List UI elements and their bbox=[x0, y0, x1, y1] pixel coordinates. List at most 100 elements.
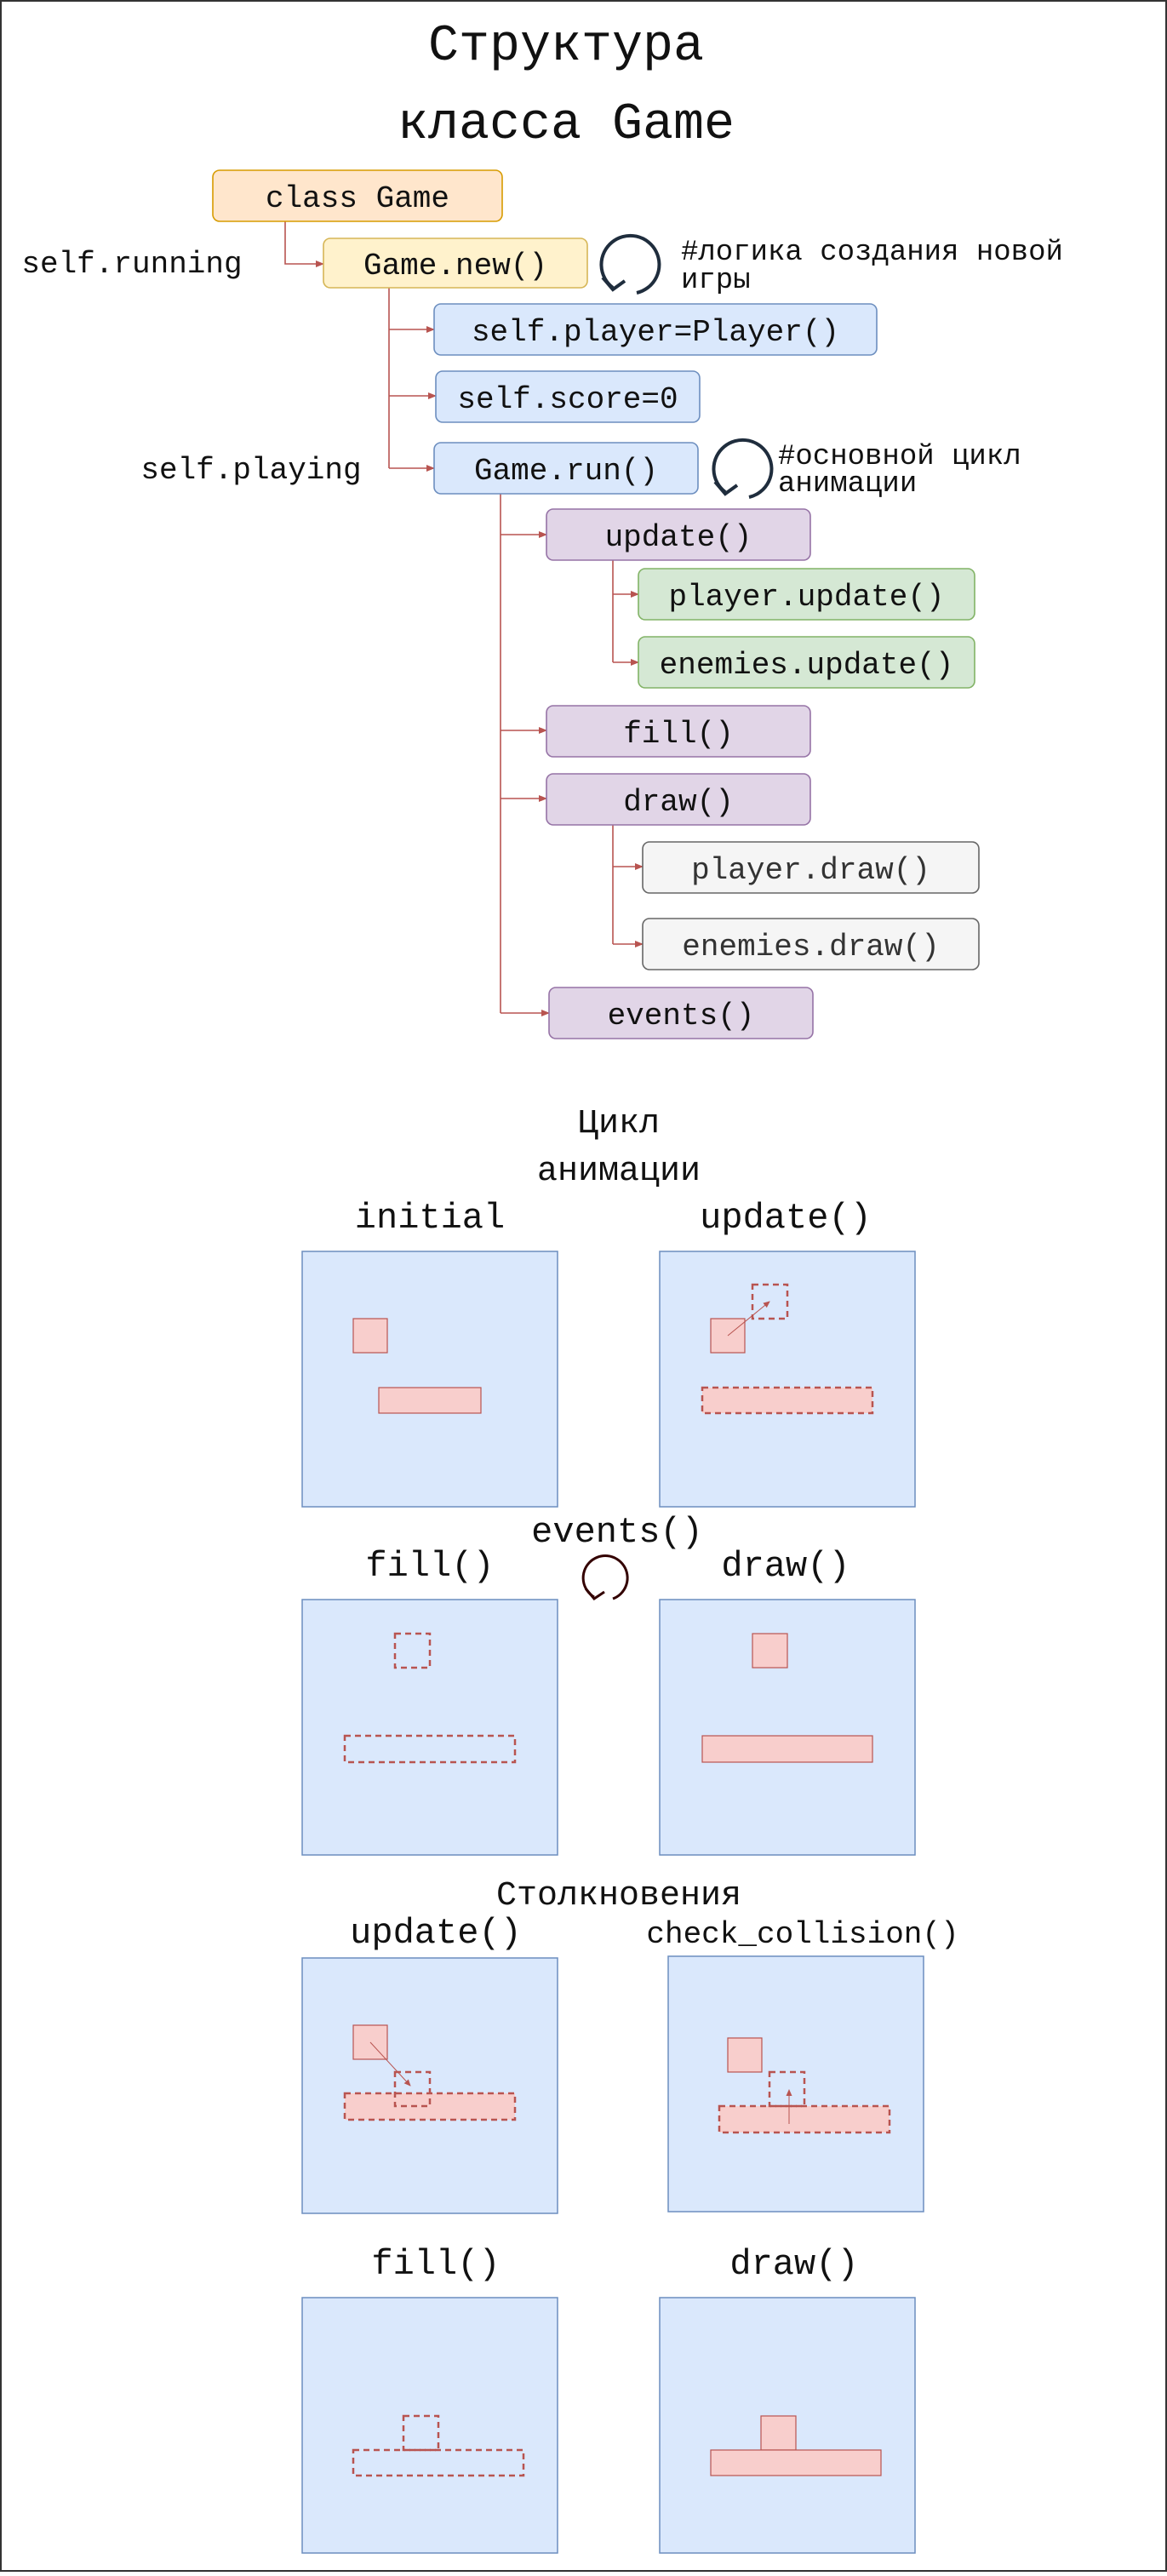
loop-icon-new-head bbox=[601, 276, 626, 292]
move-arrow bbox=[727, 1301, 770, 1337]
node-box bbox=[548, 987, 814, 1039]
loop-icon-events-head bbox=[584, 1588, 605, 1600]
node-self-score: self.score=0 bbox=[435, 370, 701, 423]
node-box bbox=[433, 442, 699, 495]
panel-background bbox=[301, 1957, 558, 2214]
node-box bbox=[638, 568, 975, 621]
node-fill: fill() bbox=[546, 705, 811, 758]
anim-panel-label-initial: initial bbox=[355, 1198, 505, 1239]
side-label-running: self.running bbox=[21, 247, 242, 282]
node-label: player.update() bbox=[668, 580, 944, 615]
loop-icon-events-arc bbox=[581, 1554, 629, 1600]
node-box bbox=[323, 238, 588, 289]
node-class-game: class Game bbox=[212, 169, 503, 222]
loop-icon-run bbox=[712, 438, 774, 499]
side-label-playing: self.playing bbox=[140, 453, 361, 488]
node-label: self.score=0 bbox=[457, 382, 678, 417]
anim-title-line-1: Цикл bbox=[578, 1105, 660, 1143]
node-draw: draw() bbox=[546, 773, 811, 826]
collision-panel-label-check: check_collision() bbox=[646, 1917, 958, 1952]
platform-ghost bbox=[343, 1734, 517, 1764]
player-ghost bbox=[402, 2414, 440, 2452]
node-box bbox=[435, 370, 701, 423]
node-events: events() bbox=[548, 987, 814, 1039]
tree-connectors bbox=[284, 221, 644, 1016]
player-next-position bbox=[393, 2070, 432, 2108]
node-self-player: self.player=Player() bbox=[433, 303, 878, 356]
node-box bbox=[546, 705, 811, 758]
node-box bbox=[212, 169, 503, 222]
anim-panel-label-update: update() bbox=[700, 1198, 872, 1239]
node-label: Game.new() bbox=[363, 249, 547, 283]
loop-icon-events bbox=[581, 1554, 629, 1600]
node-label: events() bbox=[608, 999, 755, 1033]
node-label: update() bbox=[605, 520, 752, 555]
note-run-line-2: анимации bbox=[778, 468, 917, 501]
platform-sprite bbox=[718, 2104, 891, 2134]
title-line-1: Структура bbox=[428, 18, 704, 76]
collision-panel-draw bbox=[659, 2297, 916, 2554]
node-label: player.draw() bbox=[691, 853, 930, 888]
anim-panel-label-draw: draw() bbox=[721, 1546, 850, 1587]
collision-panel-check bbox=[667, 1955, 924, 2212]
player-sprite bbox=[727, 2037, 763, 2073]
node-box bbox=[433, 303, 878, 356]
node-enemies-update: enemies.update() bbox=[638, 636, 975, 689]
anim-panel-label-fill: fill() bbox=[365, 1546, 494, 1587]
node-box bbox=[638, 636, 975, 689]
panel-background bbox=[659, 1251, 916, 1508]
player-next-position bbox=[768, 2070, 806, 2108]
move-arrow bbox=[369, 2041, 411, 2087]
collision-panel-label-update: update() bbox=[350, 1913, 522, 1954]
player-next-position bbox=[751, 1283, 789, 1320]
panel-background bbox=[301, 2297, 558, 2554]
collisions-title: Столкновения bbox=[496, 1877, 741, 1915]
platform-sprite bbox=[710, 2449, 882, 2476]
node-label: enemies.draw() bbox=[682, 930, 939, 965]
player-ghost bbox=[393, 1632, 432, 1669]
node-player-draw: player.draw() bbox=[642, 841, 980, 894]
panel-background bbox=[667, 1955, 924, 2212]
node-label: draw() bbox=[623, 785, 734, 820]
note-run-line-1: #основной цикл bbox=[778, 441, 1021, 473]
title-line-2: класса Game bbox=[398, 96, 735, 154]
platform-ghost bbox=[352, 2448, 525, 2477]
connector-class-to-new bbox=[284, 221, 324, 267]
platform-sprite bbox=[701, 1386, 874, 1415]
platform-sprite bbox=[378, 1387, 482, 1414]
anim-title-line-2: анимации bbox=[537, 1153, 701, 1191]
node-label: Game.run() bbox=[474, 454, 658, 489]
panel-background bbox=[301, 1251, 558, 1508]
node-update: update() bbox=[546, 508, 811, 561]
node-label: self.player=Player() bbox=[472, 315, 839, 350]
note-new-line-2: игры bbox=[681, 265, 751, 297]
collision-panel-update bbox=[301, 1957, 558, 2214]
node-label: class Game bbox=[266, 181, 449, 216]
node-box bbox=[642, 841, 980, 894]
node-label: fill() bbox=[623, 717, 734, 752]
player-sprite bbox=[760, 2415, 797, 2451]
node-box bbox=[546, 508, 811, 561]
collision-panel-label-fill: fill() bbox=[371, 2244, 500, 2285]
player-sprite bbox=[752, 1633, 788, 1669]
node-box bbox=[642, 918, 980, 970]
anim-panel-initial bbox=[301, 1251, 558, 1508]
node-player-update: player.update() bbox=[638, 568, 975, 621]
note-new-line-1: #логика создания новой bbox=[681, 237, 1063, 269]
anim-panel-fill bbox=[301, 1599, 558, 1856]
node-game-run: Game.run() bbox=[433, 442, 699, 495]
loop-icon-new bbox=[599, 233, 661, 295]
node-game-new: Game.new() bbox=[323, 238, 588, 289]
player-sprite bbox=[352, 1318, 388, 1354]
node-box bbox=[546, 773, 811, 826]
node-enemies-draw: enemies.draw() bbox=[642, 918, 980, 970]
collision-panel-label-draw: draw() bbox=[729, 2244, 858, 2285]
anim-center-label-events: events() bbox=[531, 1512, 703, 1553]
platform-sprite bbox=[343, 2092, 517, 2121]
anim-panel-draw bbox=[659, 1599, 916, 1856]
platform-sprite bbox=[701, 1735, 873, 1763]
anim-panel-update bbox=[659, 1251, 916, 1508]
